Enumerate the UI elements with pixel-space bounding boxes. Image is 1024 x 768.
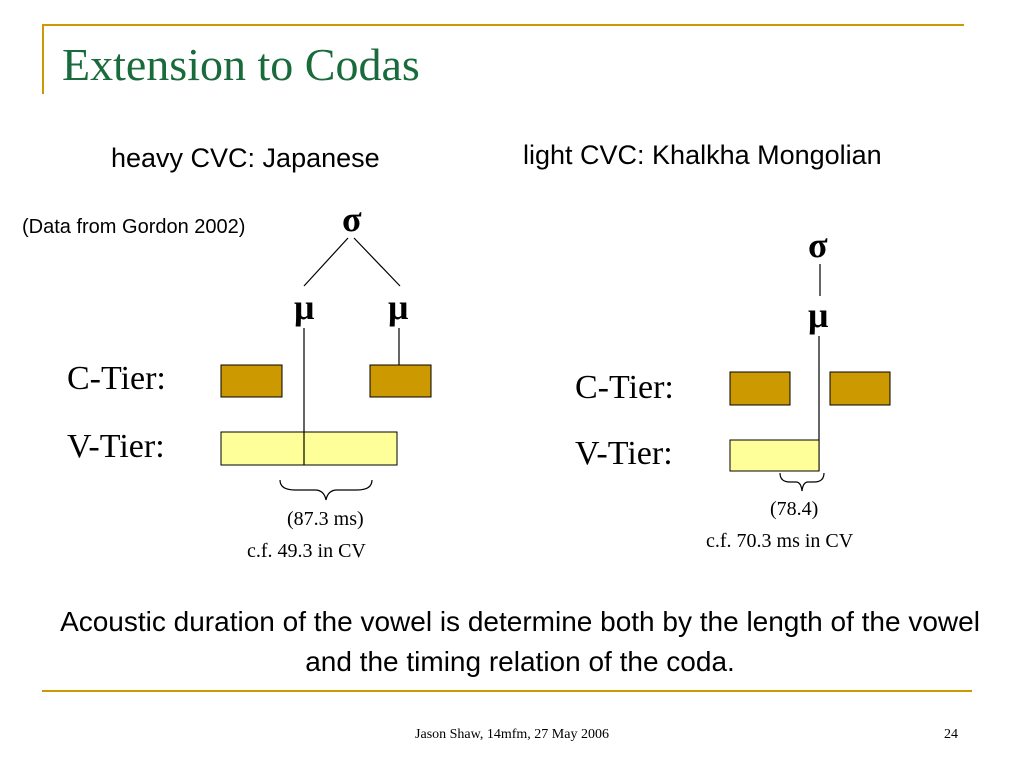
right-vowel-box bbox=[729, 439, 820, 472]
left-sigma-branch-left bbox=[303, 237, 349, 287]
slide-title: Extension to Codas bbox=[62, 39, 420, 90]
left-sigma-symbol: σ bbox=[342, 199, 362, 239]
top-divider bbox=[42, 24, 964, 26]
right-duration-brace bbox=[779, 472, 825, 492]
left-duration-value: (87.3 ms) bbox=[287, 508, 364, 530]
page-number: 24 bbox=[944, 727, 958, 742]
right-duration-value: (78.4) bbox=[770, 498, 819, 520]
right-heading: light CVC: Khalkha Mongolian bbox=[523, 140, 882, 170]
left-duration-brace bbox=[279, 479, 373, 501]
left-v-tier-label: V-Tier: bbox=[67, 428, 165, 465]
right-c-tier-label: C-Tier: bbox=[575, 369, 674, 406]
right-comparison-value: c.f. 70.3 ms in CV bbox=[706, 530, 854, 552]
left-sigma-branch-right bbox=[353, 237, 401, 287]
left-coda-consonant-box bbox=[369, 364, 432, 398]
data-source-note: (Data from Gordon 2002) bbox=[22, 216, 246, 238]
left-vowel-box bbox=[220, 431, 398, 466]
left-comparison-value: c.f. 49.3 in CV bbox=[247, 540, 366, 562]
left-onset-consonant-box bbox=[220, 364, 283, 398]
right-v-tier-label: V-Tier: bbox=[575, 435, 673, 472]
left-heading: heavy CVC: Japanese bbox=[111, 143, 380, 173]
right-onset-consonant-box bbox=[729, 371, 791, 406]
bottom-divider bbox=[42, 690, 972, 692]
right-sigma-symbol: σ bbox=[808, 225, 828, 265]
left-mu1-symbol: μ bbox=[294, 287, 315, 327]
right-mu-symbol: μ bbox=[808, 295, 829, 335]
right-coda-consonant-box bbox=[829, 371, 891, 406]
left-c-tier-label: C-Tier: bbox=[67, 360, 166, 397]
slide-footer: Jason Shaw, 14mfm, 27 May 2006 bbox=[415, 727, 609, 742]
slide-caption: Acoustic duration of the vowel is determ… bbox=[60, 606, 980, 677]
left-accent-bar bbox=[42, 24, 44, 94]
left-mu2-symbol: μ bbox=[388, 287, 409, 327]
